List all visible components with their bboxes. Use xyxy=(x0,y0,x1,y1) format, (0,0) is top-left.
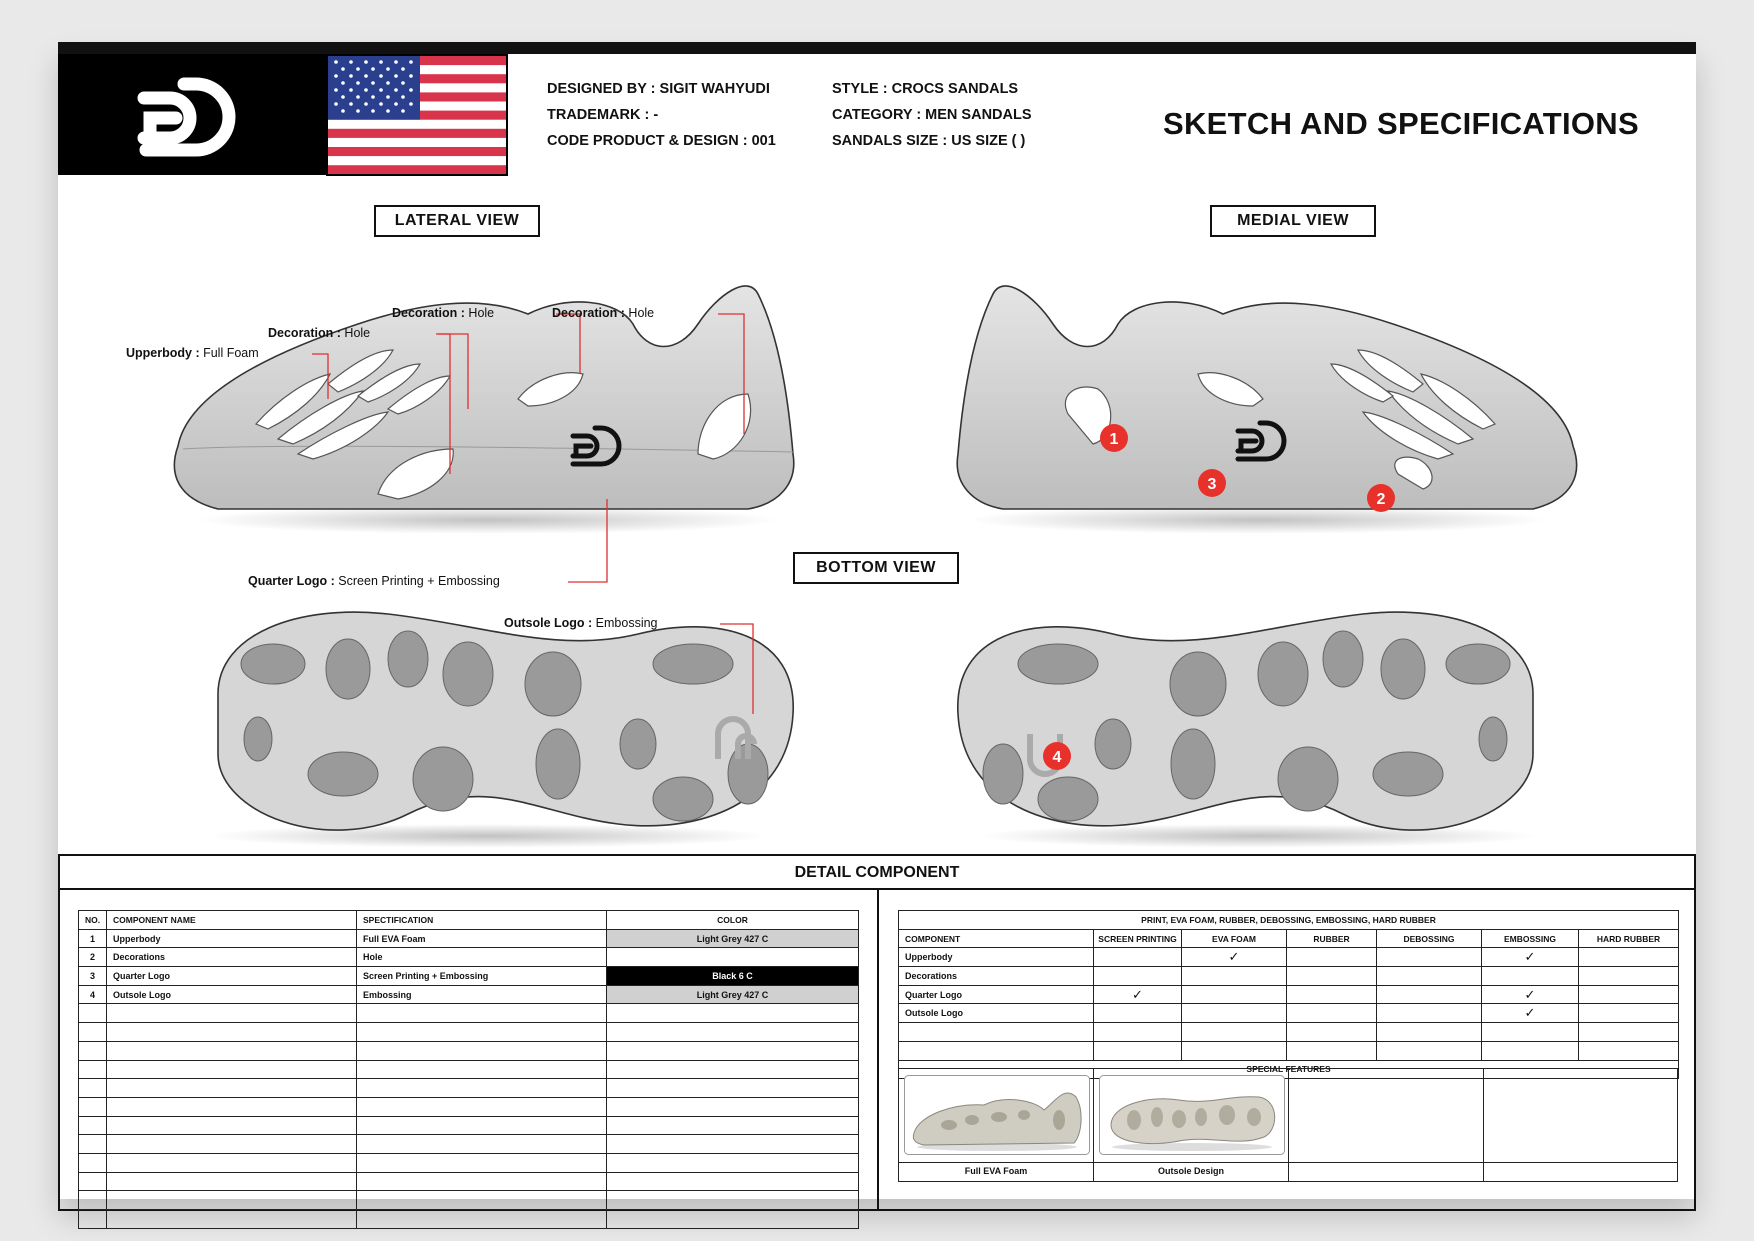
bottom-view-label: BOTTOM VIEW xyxy=(793,552,959,584)
process-table-title-row: PRINT, EVA FOAM, RUBBER, DEBOSSING, EMBO… xyxy=(897,910,1680,930)
marker-4 xyxy=(1043,742,1071,770)
component-table: NO. COMPONENT NAME SPECTIFICATION COLOR … xyxy=(78,910,859,1229)
table-row-empty xyxy=(78,1078,859,1098)
style: STYLE : CROCS SANDALS xyxy=(832,81,1019,97)
table-row: Upperbody ✓ ✓ xyxy=(898,947,1680,968)
table-row: Quarter Logo ✓ ✓ xyxy=(898,984,1680,1005)
feature-image-outsole-design xyxy=(1099,1075,1285,1155)
process-table: PRINT, EVA FOAM, RUBBER, DEBOSSING, EMBO… xyxy=(897,910,1680,1080)
table-row: 1 Upperbody Full EVA Foam Light Grey 427… xyxy=(78,928,859,949)
feature-caption-cell-4 xyxy=(1483,1162,1678,1182)
special-features-grid: Full EVA Foam Outsole Design xyxy=(898,1068,1678,1182)
usa-flag-icon xyxy=(326,54,508,176)
table-row: 2 Decorations Hole xyxy=(78,947,859,968)
marker-1 xyxy=(1100,424,1128,452)
table-row: Outsole Logo ✓ xyxy=(898,1003,1680,1024)
category: CATEGORY : MEN SANDALS xyxy=(832,107,1032,123)
feature-cell-1 xyxy=(898,1068,1094,1182)
quarter-logo-icon xyxy=(570,425,622,467)
process-table-header: COMPONENT SCREEN PRINTING EVA FOAM RUBBE… xyxy=(898,928,1680,949)
color-swatch: Light Grey 427 C xyxy=(606,928,859,949)
table-row-empty xyxy=(78,1059,859,1080)
callout-decoration-3: Decoration : Hole xyxy=(552,306,655,320)
callout-lines xyxy=(312,313,754,714)
feature-cell-2 xyxy=(1093,1068,1289,1182)
medial-shoe-drawing xyxy=(956,285,1578,534)
table-row-empty xyxy=(78,1040,859,1061)
feature-label-outsole-design: Outsole Design xyxy=(1157,1166,1224,1176)
color-swatch: Black 6 C xyxy=(606,966,859,986)
callout-decoration-2: Decoration : Hole xyxy=(392,306,495,320)
table-row-empty xyxy=(78,1152,859,1173)
medial-logo-icon xyxy=(1235,420,1287,462)
brand-logo-block xyxy=(58,54,326,175)
spec-sheet: DESIGNED BY : SIGIT WAHYUDI TRADEMARK : … xyxy=(58,42,1696,1229)
table-row-empty xyxy=(78,1171,859,1192)
feature-label-full-eva-foam: Full EVA Foam xyxy=(964,1166,1028,1176)
marker-1-label: 1 xyxy=(1110,431,1119,448)
marker-3 xyxy=(1198,469,1226,497)
designed-by: DESIGNED BY : SIGIT WAHYUDI xyxy=(547,81,770,97)
sandal-size: SANDALS SIZE : US SIZE ( ) xyxy=(832,133,1026,149)
sketch-drawings xyxy=(173,285,1578,848)
bottom-right-sole-drawing xyxy=(957,611,1538,848)
feature-caption-cell-3 xyxy=(1288,1162,1484,1182)
code-product: CODE PRODUCT & DESIGN : 001 xyxy=(547,133,776,149)
callout-quarter-logo: Quarter Logo : Screen Printing + Embossi… xyxy=(248,574,500,588)
markers-layer: 1 2 3 4 xyxy=(1043,424,1395,770)
detail-component-panel: DETAIL COMPONENT NO. COMPONENT NAME SPEC… xyxy=(58,854,1696,1229)
detail-component-title: DETAIL COMPONENT xyxy=(60,856,1694,890)
table-row-empty xyxy=(78,1022,859,1042)
sheet-title: SKETCH AND SPECIFICATIONS xyxy=(1163,106,1639,141)
feature-image-full-eva-foam xyxy=(904,1075,1090,1155)
medial-view-label: MEDIAL VIEW xyxy=(1210,205,1376,237)
table-row-empty xyxy=(78,1134,859,1154)
callout-decoration-1: Decoration : Hole xyxy=(268,326,371,340)
component-table-header: NO. COMPONENT NAME SPECTIFICATION COLOR xyxy=(78,910,859,930)
table-row: 4 Outsole Logo Embossing Light Grey 427 … xyxy=(78,984,859,1005)
marker-2 xyxy=(1367,484,1395,512)
meta-right: STYLE : CROCS SANDALS CATEGORY : MEN SAN… xyxy=(832,76,1032,154)
color-swatch: Light Grey 427 C xyxy=(606,984,859,1005)
table-row-empty xyxy=(78,1209,859,1229)
table-row-empty xyxy=(898,1040,1680,1061)
brand-logo-icon xyxy=(137,77,236,157)
table-row: 3 Quarter Logo Screen Printing + Embossi… xyxy=(78,966,859,986)
callout-upperbody: Upperbody : Full Foam xyxy=(126,346,259,360)
detail-divider xyxy=(877,890,879,1211)
callout-outsole-logo: Outsole Logo : Embossing xyxy=(504,616,658,630)
trademark: TRADEMARK : - xyxy=(547,107,659,123)
marker-3-label: 3 xyxy=(1208,476,1217,493)
table-row-empty xyxy=(78,1003,859,1024)
outsole-logo-icon xyxy=(715,716,757,759)
table-row-empty xyxy=(78,1190,859,1210)
table-row: Decorations xyxy=(898,966,1680,986)
table-row-empty xyxy=(898,1022,1680,1042)
marker-4-label: 4 xyxy=(1053,749,1062,766)
lateral-view-label: LATERAL VIEW xyxy=(374,205,540,237)
table-row-empty xyxy=(78,1096,859,1117)
meta-left: DESIGNED BY : SIGIT WAHYUDI TRADEMARK : … xyxy=(547,76,776,154)
table-row-empty xyxy=(78,1115,859,1136)
marker-2-label: 2 xyxy=(1377,491,1386,508)
bottom-left-sole-drawing xyxy=(208,611,794,848)
lateral-shoe-drawing xyxy=(173,285,795,534)
